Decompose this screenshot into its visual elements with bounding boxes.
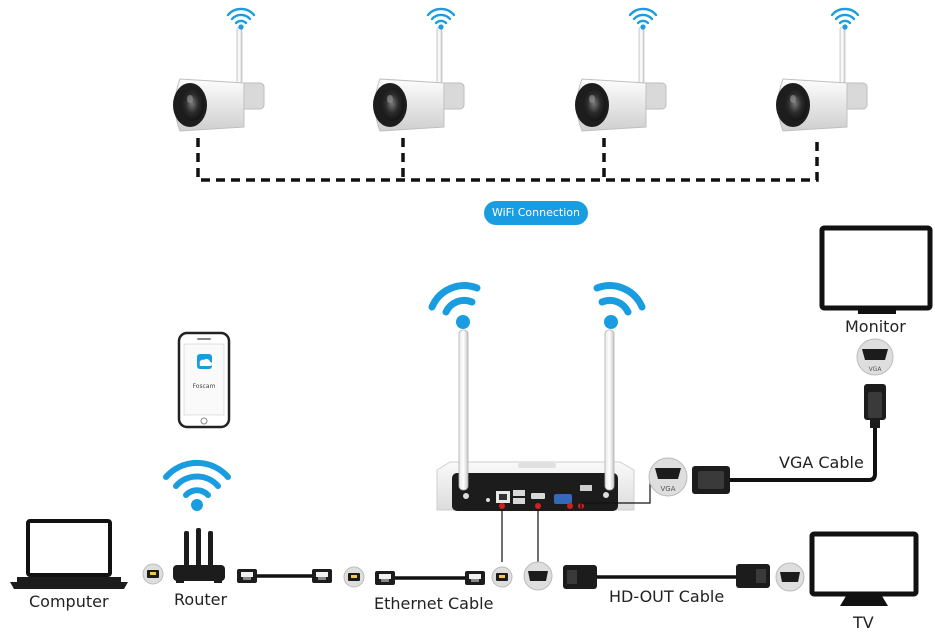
vga-cable <box>730 428 877 482</box>
wifi-link-dashed <box>196 138 819 182</box>
wifi-icon <box>163 459 231 511</box>
wifi-icon <box>226 7 256 31</box>
tv-icon <box>809 531 919 606</box>
ethernet-connector <box>465 571 485 585</box>
vga-connector <box>692 466 730 494</box>
ethernet-connector <box>237 569 257 583</box>
wifi-icon <box>628 7 658 31</box>
camera-icon <box>372 26 465 132</box>
wifi-icon <box>428 282 481 329</box>
computer-label: Computer <box>29 592 109 611</box>
ethernet-connector <box>312 569 332 583</box>
vga-port-icon <box>554 494 572 504</box>
vga-port-icon <box>856 338 894 376</box>
camera-icon <box>574 26 667 132</box>
router-icon <box>173 528 225 583</box>
vga-port-label: VGA <box>660 485 675 493</box>
vga-port-label: VGA <box>869 366 883 373</box>
monitor-icon <box>819 225 933 314</box>
hdmi-port-icon <box>531 493 545 499</box>
hd-out-cable-label: HD-OUT Cable <box>609 587 725 606</box>
camera-icon <box>775 26 868 132</box>
wifi-icon <box>830 7 860 31</box>
camera-icon <box>172 26 265 132</box>
wifi-camera-group <box>172 7 868 182</box>
hdmi-connector <box>563 565 597 589</box>
ethernet-connector <box>375 571 395 585</box>
hdmi-port-icon <box>775 562 805 592</box>
phone-icon <box>177 331 231 429</box>
hdmi-connector <box>736 564 770 588</box>
wifi-icon <box>593 282 646 329</box>
vga-port-icon <box>648 457 688 497</box>
monitor-label: Monitor <box>845 317 906 336</box>
hdmi-port-icon <box>523 561 553 591</box>
vga-connector <box>864 384 886 428</box>
wifi-icon <box>426 7 456 31</box>
ethernet-port-icon <box>491 566 513 588</box>
wifi-connection-badge: WiFi Connection <box>484 201 588 225</box>
tv-label: TV <box>853 613 874 632</box>
ethernet-cable-label: Ethernet Cable <box>374 594 494 613</box>
ethernet-port-icon <box>496 491 510 503</box>
vga-cable-label: VGA Cable <box>779 453 864 472</box>
router-label: Router <box>174 590 228 609</box>
laptop-icon <box>10 519 128 589</box>
ethernet-port-icon <box>142 563 164 585</box>
phone-app-name: Foscam <box>193 383 216 390</box>
ethernet-port-icon <box>343 566 365 588</box>
nvr-icon <box>428 282 651 562</box>
